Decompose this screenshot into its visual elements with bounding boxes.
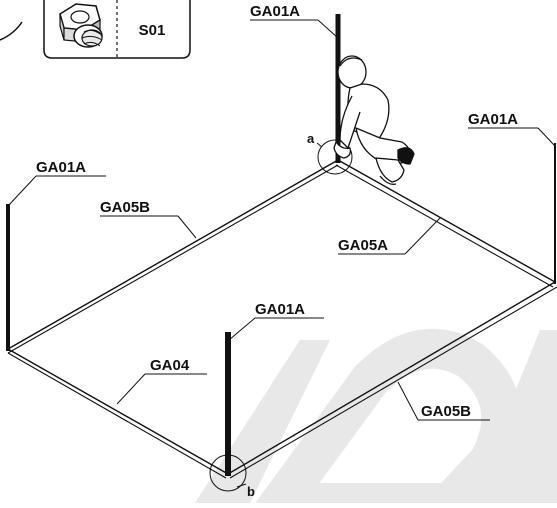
label-rail-back-left: GA05B — [100, 199, 150, 216]
label-post-left: GA01A — [36, 159, 86, 176]
parts-code: S01 — [139, 22, 166, 39]
posts — [6, 14, 556, 476]
label-rail-front-left: GA04 — [150, 357, 190, 374]
label-rail-back-right: GA05A — [338, 237, 388, 254]
parts-box: S01 — [43, 0, 191, 59]
frame-rails — [7, 159, 557, 479]
label-rail-front-right: GA05B — [421, 403, 471, 420]
nut-bolt-icon — [59, 3, 103, 48]
label-post-right: GA01A — [468, 111, 518, 128]
callout-b: b — [247, 484, 255, 499]
detail-circle-b — [209, 454, 247, 492]
cropped-arc — [0, 21, 23, 41]
watermark — [195, 328, 557, 508]
kneeling-person-illustration — [333, 55, 415, 185]
label-post-front: GA01A — [255, 301, 305, 318]
leader-lines — [7, 19, 556, 421]
detail-circle-a — [317, 139, 353, 175]
callout-a: a — [307, 131, 315, 146]
label-post-back: GA01A — [250, 3, 300, 20]
